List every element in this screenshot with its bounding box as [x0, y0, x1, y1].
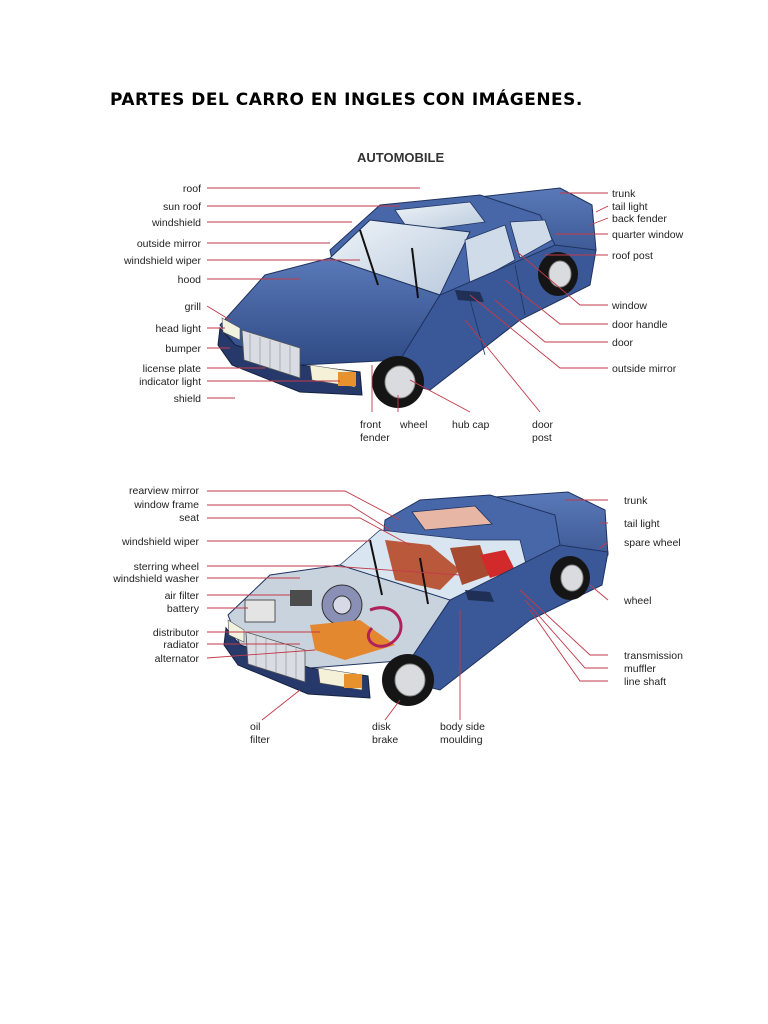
label-trunk-2: trunk: [624, 495, 648, 507]
diagram1-title: AUTOMOBILE: [357, 150, 444, 165]
label-bumper: bumper: [165, 343, 201, 355]
label-windshield-wiper: windshield wiper: [123, 255, 202, 267]
label-wheel: wheel: [399, 419, 427, 431]
label-window: window: [611, 300, 647, 312]
label-sterring-wheel: sterring wheel: [134, 561, 199, 573]
label-distributor: distributor: [153, 627, 200, 639]
label-trunk: trunk: [612, 188, 636, 200]
label-hub-cap: hub cap: [452, 419, 490, 431]
label-windshield: windshield: [151, 217, 201, 229]
label-hood: hood: [178, 274, 202, 286]
diagram2-leaders: [206, 490, 609, 721]
label-roof: roof: [183, 183, 201, 195]
label-grill: grill: [185, 301, 201, 313]
label-transmission: transmission: [624, 650, 683, 662]
label-spare-wheel: spare wheel: [624, 537, 681, 549]
battery-illus: [244, 599, 276, 623]
label-outside-mirror-right: outside mirror: [612, 363, 677, 375]
label-back-fender: back fender: [612, 213, 667, 225]
label-air-filter: air filter: [165, 590, 200, 602]
label-line-shaft: line shaft: [624, 676, 666, 688]
label-battery: battery: [167, 603, 200, 615]
car-exterior-illustration: [217, 187, 597, 408]
label-rearview-mirror: rearview mirror: [129, 485, 200, 497]
diagram2-right-labels: trunk tail light spare wheel wheel trans…: [623, 495, 683, 688]
diagram1-left-labels: roof sun roof windshield outside mirror …: [123, 183, 202, 405]
diagram2-left-labels: rearview mirror window frame seat windsh…: [112, 485, 200, 665]
label-wheel-2: wheel: [623, 595, 651, 607]
label-indicator-light: indicator light: [139, 376, 201, 388]
label-tail-light-2: tail light: [624, 518, 660, 530]
label-tail-light: tail light: [612, 201, 648, 213]
label-alternator: alternator: [155, 653, 200, 665]
label-sun-roof: sun roof: [163, 201, 201, 213]
label-window-frame: window frame: [133, 499, 199, 511]
label-license-plate: license plate: [143, 363, 202, 375]
label-muffler: muffler: [624, 663, 656, 675]
label-radiator: radiator: [163, 639, 199, 651]
label-head-light: head light: [155, 323, 201, 335]
label-door: door: [612, 337, 634, 349]
label-door-handle: door handle: [612, 319, 668, 331]
label-roof-post: roof post: [612, 250, 653, 262]
label-windshield-washer: windshield washer: [112, 573, 199, 585]
label-quarter-window: quarter window: [612, 229, 684, 241]
label-seat: seat: [179, 512, 199, 524]
label-windshield-wiper-2: windshield wiper: [121, 536, 200, 548]
page-title: PARTES DEL CARRO EN INGLES CON IMÁGENES.: [110, 90, 583, 110]
label-outside-mirror: outside mirror: [137, 238, 202, 250]
diagram1-leaders: [206, 187, 609, 413]
car-cutaway-illustration: [223, 491, 609, 706]
label-shield: shield: [174, 393, 202, 405]
diagram1-right-labels: trunk tail light back fender quarter win…: [611, 188, 684, 375]
